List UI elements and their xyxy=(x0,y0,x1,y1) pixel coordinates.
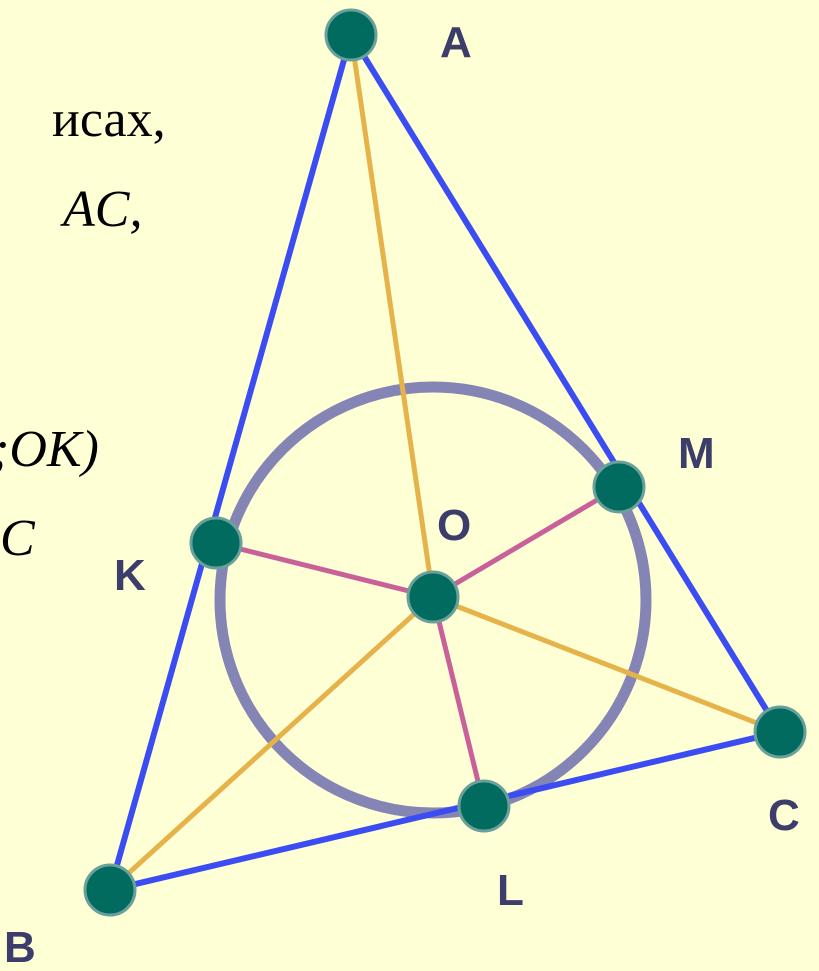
label-b: B xyxy=(4,923,36,971)
point-a xyxy=(324,8,378,62)
point-c xyxy=(753,705,807,759)
radius-o-m xyxy=(431,484,621,600)
point-k xyxy=(189,516,243,570)
side-ab xyxy=(107,34,354,891)
radius-o-l xyxy=(430,596,487,807)
label-k: K xyxy=(114,551,146,600)
bisector-a-o xyxy=(348,34,436,598)
text-line-3: ;OK) xyxy=(0,421,99,478)
text-line-1: исах, xyxy=(52,91,166,148)
label-o: O xyxy=(437,501,471,550)
point-o xyxy=(406,570,460,624)
side-bc xyxy=(109,729,781,893)
label-a: A xyxy=(440,18,472,67)
point-m xyxy=(592,460,646,514)
bisector-b-o xyxy=(108,595,435,892)
bisector-c-o xyxy=(432,594,781,735)
radius-o-k xyxy=(215,540,434,600)
label-c: C xyxy=(768,791,800,840)
point-l xyxy=(457,779,511,833)
label-l: L xyxy=(497,866,524,915)
label-m: M xyxy=(678,429,715,478)
text-line-4: C xyxy=(0,510,35,567)
point-b xyxy=(83,863,137,917)
side-ac xyxy=(348,33,783,734)
text-line-2: AC, xyxy=(63,181,143,238)
